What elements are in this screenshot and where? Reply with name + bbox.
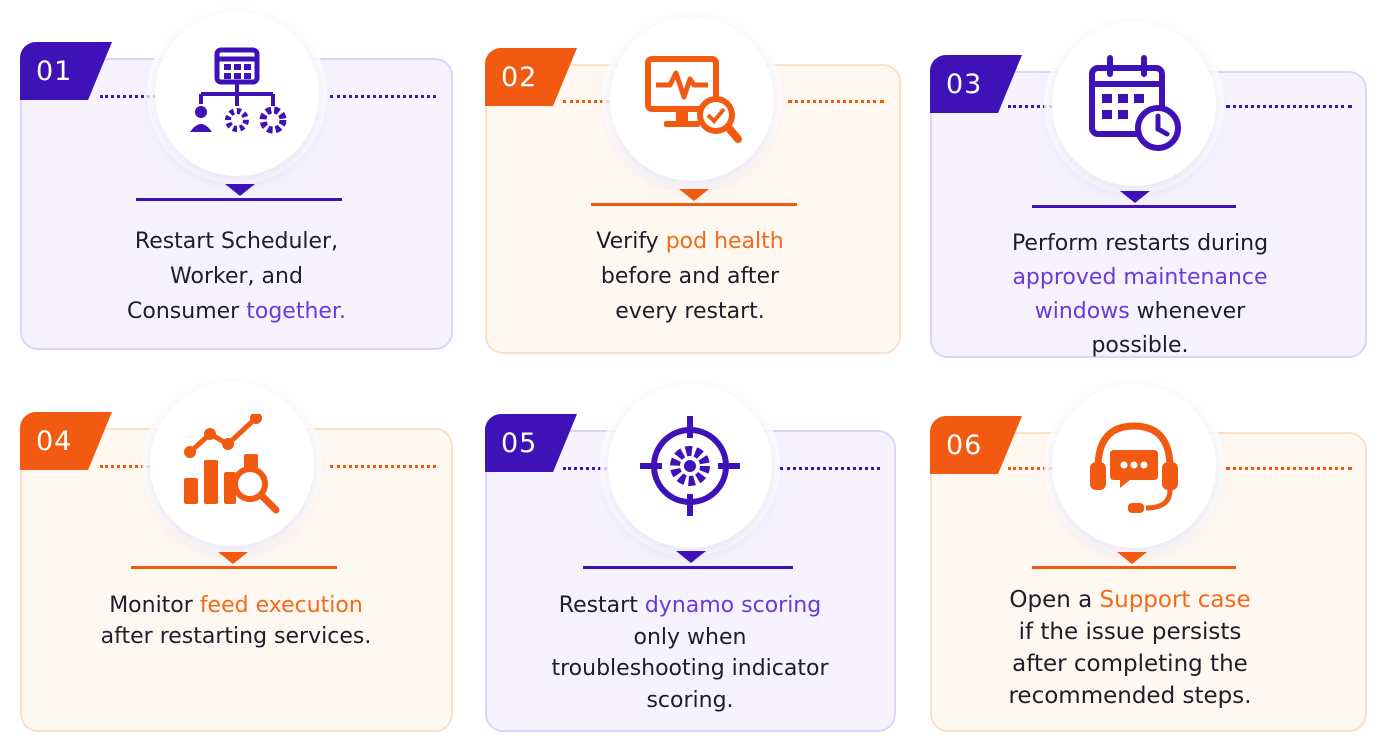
step-description: Restart dynamo scoring only when trouble…	[551, 593, 829, 713]
divider	[131, 566, 337, 569]
step-number-badge: 02	[485, 48, 577, 106]
step-number-badge: 05	[485, 414, 577, 472]
divider	[591, 203, 797, 206]
chart-search-icon	[184, 414, 280, 514]
dotted-connector	[780, 467, 880, 470]
monitor-health-check-icon	[645, 56, 742, 143]
dotted-connector	[100, 465, 150, 468]
pointer-arrow	[676, 551, 706, 563]
icon-circle	[1052, 384, 1216, 548]
headset-chat-icon	[1090, 422, 1178, 513]
calendar-clock-icon	[1089, 55, 1181, 151]
pointer-arrow	[1117, 552, 1147, 564]
dotted-connector	[563, 100, 609, 103]
pointer-arrow	[225, 184, 255, 196]
step-description: Verify pod health before and after every…	[596, 229, 784, 324]
icon-circle	[1052, 22, 1216, 186]
step-description: Monitor feed execution after restarting …	[100, 593, 372, 649]
divider	[1032, 566, 1236, 569]
icon-circle	[608, 384, 772, 548]
step-number-badge: 01	[20, 42, 112, 100]
dotted-connector	[1008, 105, 1052, 108]
dotted-connector	[563, 467, 607, 470]
dotted-connector	[1226, 105, 1352, 108]
divider	[583, 566, 793, 569]
target-gear-icon	[640, 416, 740, 516]
pointer-arrow	[679, 189, 709, 201]
step-description: Perform restarts during approved mainten…	[1011, 231, 1269, 358]
divider	[1032, 205, 1236, 208]
dotted-connector	[100, 95, 156, 98]
divider	[136, 198, 342, 201]
dotted-connector	[330, 95, 436, 98]
dotted-connector	[1226, 467, 1352, 470]
step-card-05: 05	[485, 414, 896, 732]
step-number-badge: 04	[20, 412, 112, 470]
dotted-connector	[788, 100, 884, 103]
step-number-badge: 06	[930, 416, 1022, 474]
icon-circle	[150, 382, 314, 546]
icon-circle	[155, 12, 319, 176]
schedule-team-settings-icon	[190, 47, 287, 134]
dotted-connector	[330, 465, 436, 468]
icon-circle	[610, 17, 774, 181]
pointer-arrow	[218, 552, 248, 564]
step-description: Open a Support case if the issue persist…	[1008, 587, 1252, 709]
dotted-connector	[1008, 467, 1052, 470]
step-description: Restart Scheduler, Worker, and Consumer …	[127, 229, 346, 324]
pointer-arrow	[1120, 191, 1150, 203]
